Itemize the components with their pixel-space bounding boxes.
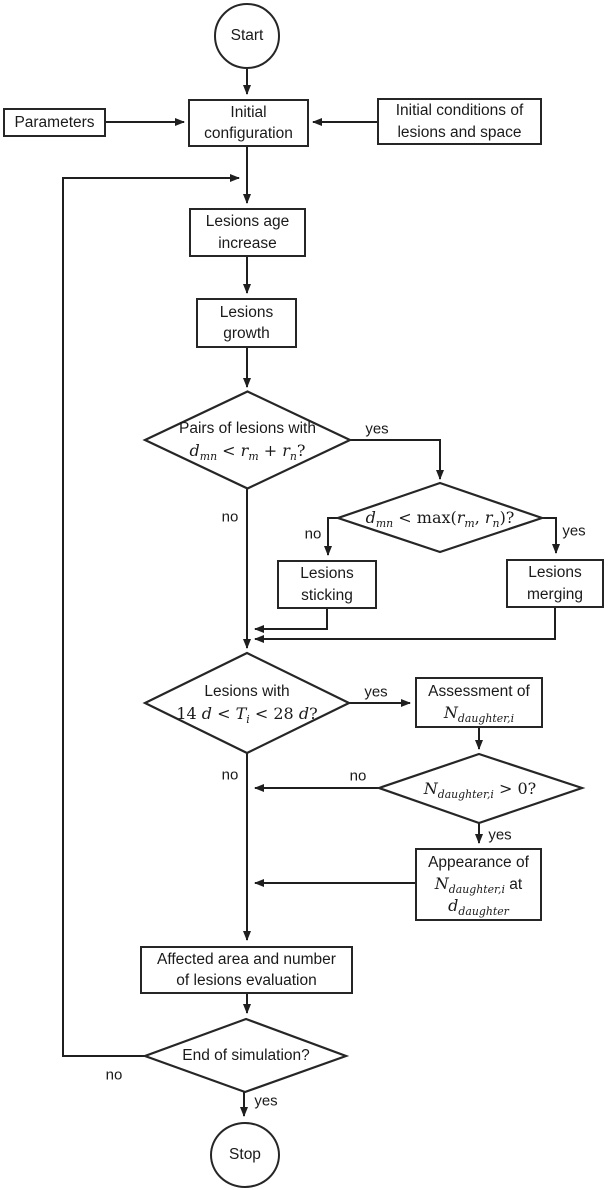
latency-diamond-line1: Lesions with <box>204 682 290 700</box>
start-label: Start <box>230 27 264 45</box>
latency-diamond-formula: 14 d < Ti < 28 d? <box>176 703 318 726</box>
lesions-growth-line2: growth <box>223 325 270 342</box>
lesions-age-box: Lesions age increase <box>189 208 306 257</box>
initial-config-line1: Initial <box>230 103 267 121</box>
stop-terminator: Stop <box>210 1122 280 1188</box>
initial-conditions-box: Initial conditions of lesions and space <box>377 98 542 145</box>
branch-label-pairs-yes: yes <box>365 420 389 438</box>
branch-label-latency-no: no <box>221 766 239 784</box>
edge-max-yes-to-merging <box>542 517 560 554</box>
affected-area-line2: of lesions evaluation <box>176 972 317 989</box>
lesions-age-line1: Lesions age <box>205 213 290 231</box>
stop-label: Stop <box>229 1146 261 1164</box>
branch-label-latency-yes: yes <box>364 683 388 701</box>
max-diamond-formula: dmn < max(rm, rn)? <box>365 507 515 530</box>
pairs-diamond-shape <box>142 390 353 490</box>
branch-label-end-no: no <box>105 1066 123 1084</box>
end-diamond-text: End of simulation? <box>150 1040 342 1072</box>
ndaughter-diamond-shape <box>375 752 586 825</box>
latency-diamond-shape <box>142 651 352 755</box>
lesions-age-line2: increase <box>218 234 277 252</box>
appearance-formula-d: ddaughter <box>448 896 509 919</box>
branch-label-end-yes: yes <box>254 1092 278 1110</box>
initial-config-box: Initial configuration <box>188 99 309 147</box>
appearance-box: Appearance of Ndaughter,i at ddaughter <box>415 848 542 921</box>
edge-max-no-to-sticking <box>324 517 338 556</box>
lesions-merging-line1: Lesions <box>528 564 582 582</box>
end-diamond-label: End of simulation? <box>182 1046 310 1064</box>
branch-label-ndaughter-no: no <box>349 767 367 785</box>
pairs-diamond-formula: dmn < rm + rn? <box>189 441 306 464</box>
appearance-formula-n: Ndaughter,i at <box>434 874 523 897</box>
pairs-diamond-text: Pairs of lesions with dmn < rm + rn? <box>150 409 345 472</box>
assessment-line1: Assessment of <box>428 683 530 701</box>
lesions-merging-box: Lesions merging <box>506 559 604 608</box>
branch-label-pairs-no: no <box>221 508 239 526</box>
initial-conditions-line1: Initial conditions of <box>395 102 524 120</box>
max-diamond-text: dmn < max(rm, rn)? <box>345 500 535 535</box>
branch-label-max-no: no <box>304 525 322 543</box>
assessment-formula: Ndaughter,i <box>443 703 515 726</box>
branch-label-ndaughter-yes: yes <box>488 826 512 844</box>
lesions-sticking-box: Lesions sticking <box>277 560 377 609</box>
affected-area-box: Affected area and number of lesions eval… <box>140 946 353 994</box>
lesions-merging-line2: merging <box>527 585 583 603</box>
start-terminator: Start <box>214 3 280 69</box>
end-diamond-shape <box>141 1017 350 1094</box>
lesions-growth-line1: Lesions <box>219 303 274 321</box>
edge-loop-back-no <box>62 174 240 1057</box>
edge-sticking-merge-back <box>254 609 328 633</box>
max-diamond-shape <box>334 481 546 554</box>
ndaughter-diamond-formula: Ndaughter,i > 0? <box>423 778 537 801</box>
edge-merging-merge-back <box>254 608 556 643</box>
branch-label-max-yes: yes <box>562 522 586 540</box>
parameters-box: Parameters <box>3 108 106 137</box>
latency-diamond-text: Lesions with 14 d < Ti < 28 d? <box>150 672 344 734</box>
appearance-line1: Appearance of <box>428 854 529 872</box>
lesions-growth-box: Lesions growth <box>196 298 297 348</box>
pairs-diamond-line1: Pairs of lesions with <box>179 420 316 438</box>
initial-conditions-line2: lesions and space <box>397 123 522 141</box>
parameters-label: Parameters <box>14 113 95 131</box>
initial-config-line2: configuration <box>204 125 293 142</box>
edge-pairs-yes-to-max-diamond <box>350 439 444 480</box>
lesions-sticking-line2: sticking <box>301 586 353 604</box>
affected-area-line1: Affected area and number <box>157 950 336 968</box>
ndaughter-diamond-text: Ndaughter,i > 0? <box>384 771 576 806</box>
assessment-box: Assessment of Ndaughter,i <box>415 677 543 728</box>
lesions-sticking-line1: Lesions <box>300 565 354 583</box>
